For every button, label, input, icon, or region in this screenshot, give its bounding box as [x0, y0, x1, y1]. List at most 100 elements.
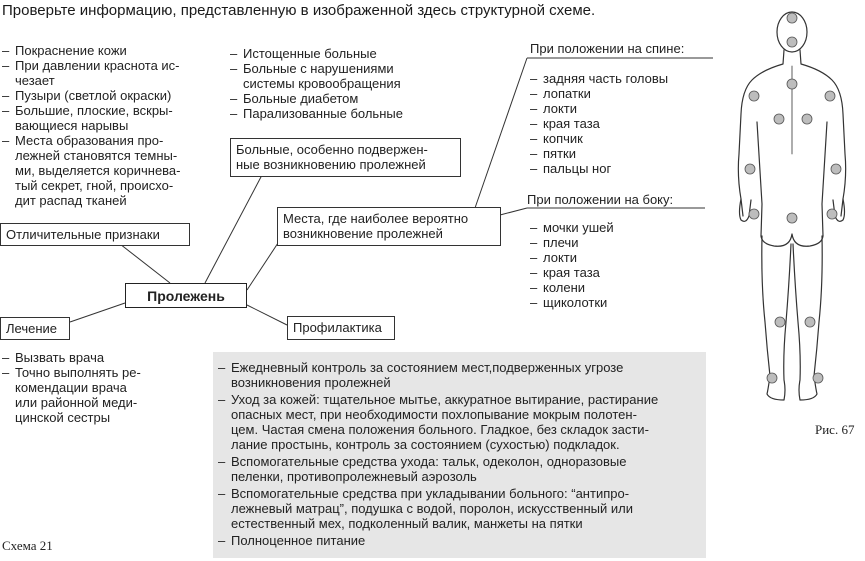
places-box-line2: возникновение пролежней: [283, 226, 443, 241]
signs-list-item-line: ми, выделяется коричнева-: [15, 163, 181, 178]
places-box-line1: Места, где наиболее вероятно: [283, 211, 469, 226]
buttocks-outline: [760, 233, 824, 247]
patients-list-item: Больные диабетом: [230, 91, 440, 106]
prevention-list-item: Вспомогательные средства ухода: тальк, о…: [218, 454, 703, 484]
pressure-point-right-scapula: [801, 113, 813, 125]
line-to-treatment: [69, 302, 126, 323]
torso-arms-outline: [737, 49, 847, 217]
line-to-side: [499, 207, 528, 216]
prevention-list-item-line: пеленки, противопролежневый аэрозоль: [231, 469, 477, 484]
back-position-item: задняя часть головы: [530, 71, 700, 86]
pressure-point-right-ankle: [812, 372, 824, 384]
pressure-point-left-shoulder: [748, 90, 760, 102]
side-position-item: щиколотки: [530, 295, 700, 310]
back-position-item: лопатки: [530, 86, 700, 101]
treatment-list-item-line: Вызвать врача: [15, 350, 105, 365]
pressure-point-left-scapula: [773, 113, 785, 125]
pressure-point-left-hip: [748, 208, 760, 220]
prevention-list-item-line: естественный мех, подколенный валик, ман…: [231, 516, 583, 531]
pressure-point-sacrum: [786, 212, 798, 224]
line-to-patients: [204, 174, 263, 284]
treatment-list: Вызвать врачаТочно выполнять ре-комендац…: [2, 350, 172, 425]
signs-list-item-line: чезает: [15, 73, 55, 88]
signs-list-item-line: лежней становятся темны-: [15, 148, 178, 163]
prevention-panel: Ежедневный контроль за состоянием мест,п…: [213, 352, 706, 558]
line-to-back: [474, 57, 528, 209]
back-position-item: пятки: [530, 146, 700, 161]
signs-box: Отличительные признаки: [0, 223, 190, 246]
pressure-point-upper-back: [786, 78, 798, 90]
side-position-list: мочки ушейплечилоктикрая тазаколенищикол…: [530, 220, 700, 310]
treatment-list-item: Вызвать врача: [2, 350, 172, 365]
pressure-point-left-knee: [774, 316, 786, 328]
back-position-title: При положении на спине:: [530, 41, 685, 56]
figure-caption: Рис. 67: [815, 422, 855, 437]
signs-list-item-line: Большие, плоские, вскры-: [15, 103, 173, 118]
prevention-list-item-line: лежневый матрац”, подушка с водой, порол…: [231, 501, 634, 516]
pressure-point-neck: [786, 36, 798, 48]
patients-box-line1: Больные, особенно подвержен-: [236, 142, 428, 157]
prevention-list-item: Вспомогательные средства при укладывании…: [218, 486, 703, 531]
treatment-list-item-line: комендации врача: [15, 380, 127, 395]
signs-list-item-line: дит распад тканей: [15, 193, 127, 208]
prevention-list-item-line: опасных мест, при необходимости похлопыв…: [231, 407, 637, 422]
scheme-caption: Схема 21: [2, 538, 53, 553]
signs-list-item: Места образования про-лежней становятся …: [2, 133, 207, 208]
patients-list-item-line: Больные с нарушениями: [243, 61, 394, 76]
prevention-list-item: Ежедневный контроль за состоянием мест,п…: [218, 360, 703, 390]
head-outline: [776, 11, 808, 53]
signs-list: Покраснение кожиПри давлении краснота ис…: [2, 43, 207, 208]
prevention-list: Ежедневный контроль за состоянием мест,п…: [218, 360, 703, 550]
signs-list-item-line: Покраснение кожи: [15, 43, 127, 58]
pressure-point-head-top: [786, 12, 798, 24]
prevention-box: Профилактика: [287, 316, 395, 340]
back-position-list: задняя часть головылопаткилоктикрая таза…: [530, 71, 700, 176]
patients-list: Истощенные больныеБольные с нарушениямис…: [230, 46, 440, 121]
patients-list-item-line: Парализованные больные: [243, 106, 403, 121]
prevention-list-item: Уход за кожей: тщательное мытье, аккурат…: [218, 392, 703, 452]
prevention-list-item-line: цем. Частая смена положения больного. Гл…: [231, 422, 649, 437]
signs-list-item-line: тый секрет, гной, происхо-: [15, 178, 174, 193]
prevention-list-item-line: Ежедневный контроль за состоянием мест,п…: [231, 360, 624, 375]
waist-outline: [756, 121, 828, 237]
pressure-point-left-ankle: [766, 372, 778, 384]
prevention-list-item-line: Уход за кожей: тщательное мытье, аккурат…: [231, 392, 659, 407]
back-position-item: края таза: [530, 116, 700, 131]
center-box: Пролежень: [125, 283, 247, 308]
left-leg-outline: [761, 235, 792, 401]
patients-box: Больные, особенно подвержен- ные возникн…: [230, 138, 461, 177]
patients-list-item-line: Больные диабетом: [243, 91, 359, 106]
treatment-list-item-line: или районной меди-: [15, 395, 138, 410]
places-box: Места, где наиболее вероятно возникновен…: [277, 207, 501, 246]
prevention-list-item-line: лание простынь, контроль за состоянием (…: [231, 437, 620, 452]
side-position-item: плечи: [530, 235, 700, 250]
line-to-signs: [119, 243, 171, 284]
side-position-item: локти: [530, 250, 700, 265]
side-position-title: При положении на боку:: [527, 192, 674, 207]
back-position-item: пальцы ног: [530, 161, 700, 176]
line-to-places: [246, 242, 279, 291]
treatment-box: Лечение: [0, 317, 70, 340]
signs-list-item-line: вающиеся нарывы: [15, 118, 129, 133]
back-position-item: локти: [530, 101, 700, 116]
pressure-point-right-hip: [826, 208, 838, 220]
right-leg-outline: [792, 235, 823, 401]
patients-list-item: Истощенные больные: [230, 46, 440, 61]
signs-list-item-line: Места образования про-: [15, 133, 164, 148]
prevention-list-item-line: Вспомогательные средства ухода: тальк, о…: [231, 454, 627, 469]
pressure-point-right-shoulder: [824, 90, 836, 102]
patients-box-line2: ные возникновению пролежней: [236, 157, 426, 172]
prevention-list-item-line: возникновения пролежней: [231, 375, 391, 390]
signs-list-item: Пузыри (светлой окраски): [2, 88, 207, 103]
pressure-point-left-elbow: [744, 163, 756, 175]
patients-list-item-line: системы кровообращения: [243, 76, 401, 91]
signs-list-item-line: Пузыри (светлой окраски): [15, 88, 172, 103]
body-back-figure: [737, 11, 847, 401]
side-position-item: края таза: [530, 265, 700, 280]
line-to-prevention: [246, 304, 288, 326]
signs-list-item-line: При давлении краснота ис-: [15, 58, 180, 73]
prevention-list-item: Полноценное питание: [218, 533, 703, 548]
pressure-point-right-elbow: [830, 163, 842, 175]
